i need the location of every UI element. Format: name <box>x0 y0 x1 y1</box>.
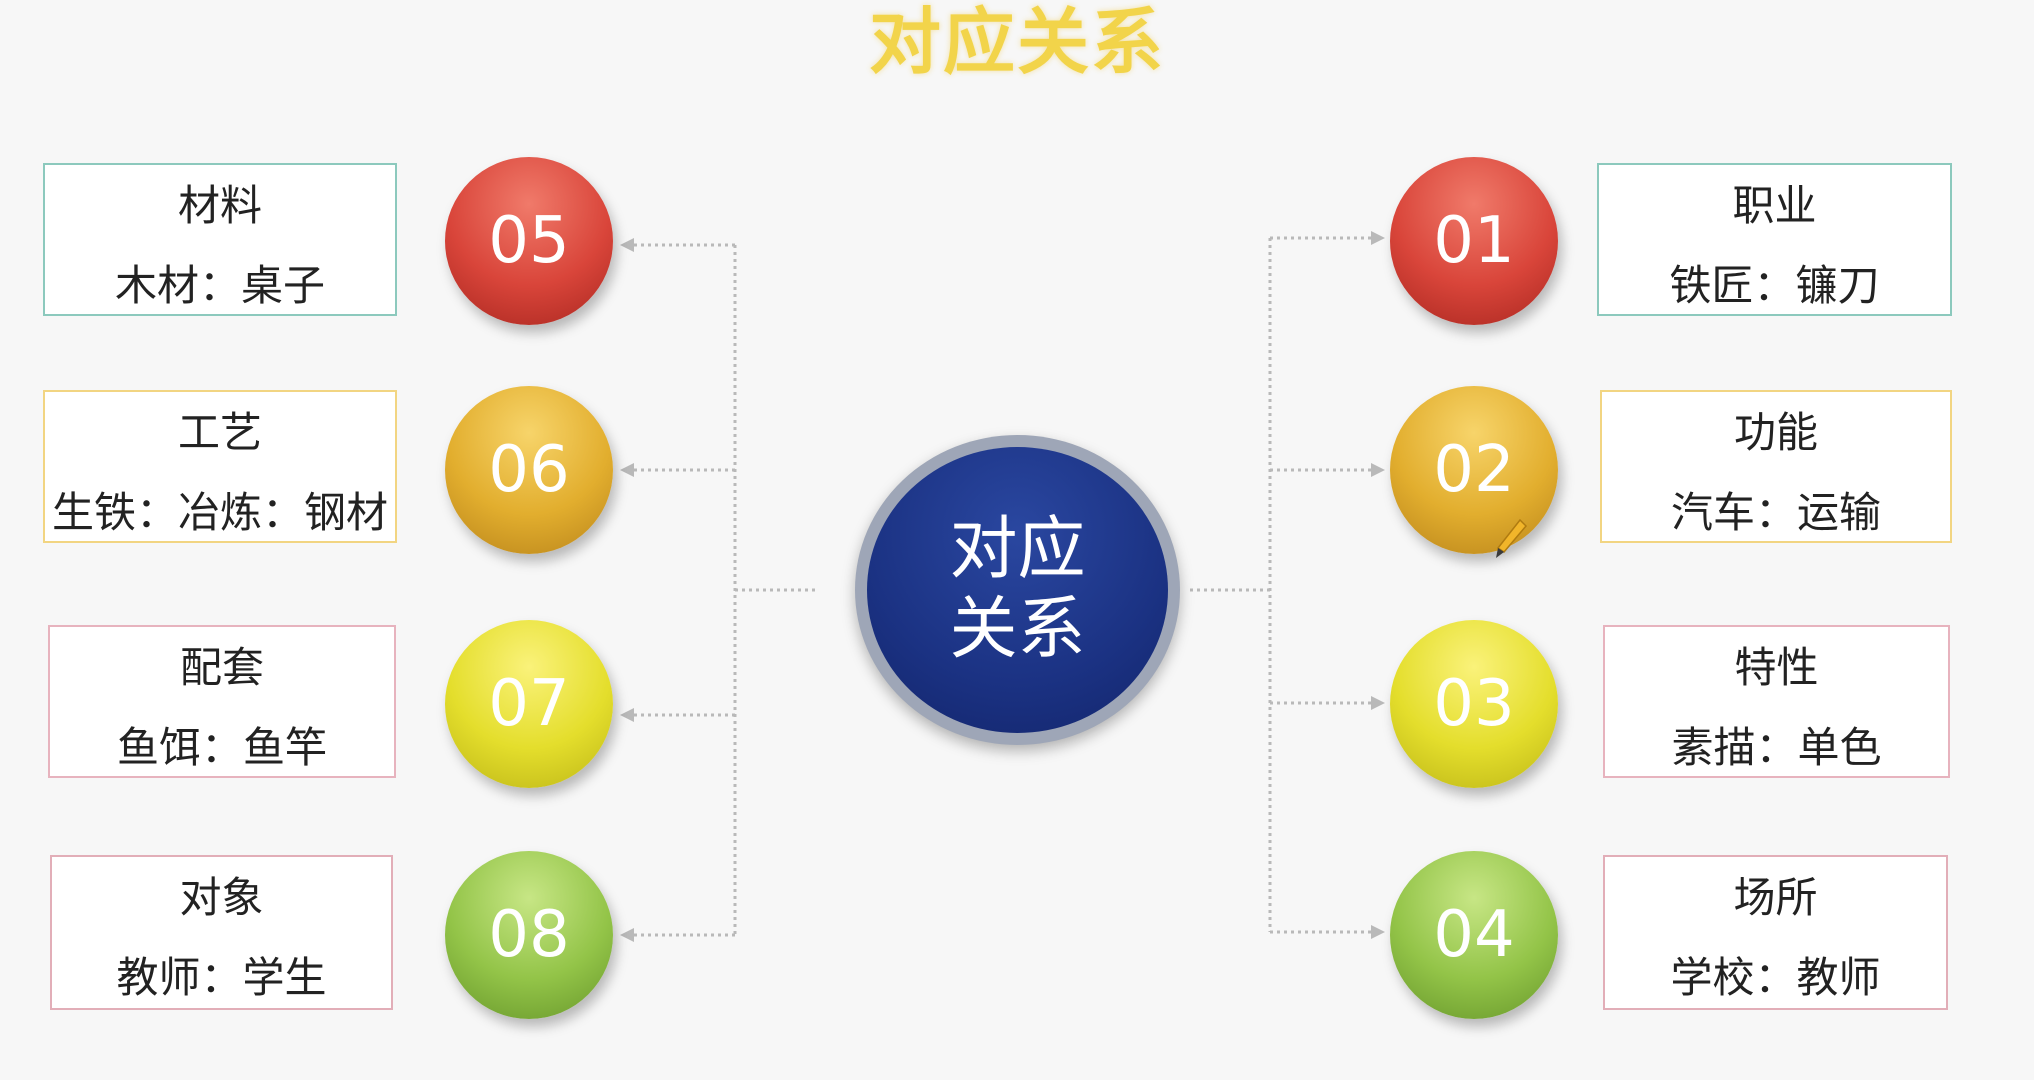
number-circle-07: 07 <box>445 620 613 788</box>
node-title: 对象 <box>179 873 264 922</box>
number-circle-02: 02 <box>1390 386 1558 554</box>
arrow-head-06 <box>620 463 634 477</box>
node-title: 特性 <box>1734 643 1819 692</box>
center-label: 对应关系 <box>949 510 1086 669</box>
node-example: 素描：单色 <box>1671 723 1882 772</box>
node-box-03: 特性 素描：单色 <box>1603 625 1950 778</box>
arrow-head-01 <box>1371 231 1385 245</box>
number-circle-08: 08 <box>445 851 613 1019</box>
arrow-head-02 <box>1371 463 1385 477</box>
node-title: 配套 <box>179 643 264 692</box>
node-example: 教师：学生 <box>116 953 327 1002</box>
node-title: 工艺 <box>177 408 262 457</box>
slide-title: 对应关系 <box>868 0 1165 84</box>
node-example: 木材：桌子 <box>114 261 325 310</box>
arrow-head-07 <box>620 708 634 722</box>
node-example: 生铁：冶炼：钢材 <box>51 488 388 537</box>
node-box-05: 材料 木材：桌子 <box>43 163 397 316</box>
number-circle-01: 01 <box>1390 157 1558 325</box>
center-hub-core: 对应关系 <box>867 447 1168 733</box>
node-box-08: 对象 教师：学生 <box>50 855 393 1010</box>
pencil-cursor-icon <box>1496 518 1528 558</box>
node-example: 学校：教师 <box>1670 953 1881 1002</box>
node-example: 鱼饵：鱼竿 <box>116 723 327 772</box>
arrow-head-05 <box>620 238 634 252</box>
number-circle-03: 03 <box>1390 620 1558 788</box>
center-hub: 对应关系 <box>855 435 1180 745</box>
arrow-head-08 <box>620 928 634 942</box>
node-example: 汽车：运输 <box>1670 488 1881 537</box>
node-box-07: 配套 鱼饵：鱼竿 <box>48 625 396 778</box>
arrow-head-03 <box>1371 696 1385 710</box>
node-title: 功能 <box>1733 408 1818 457</box>
node-title: 职业 <box>1732 181 1817 230</box>
node-box-01: 职业 铁匠：镰刀 <box>1597 163 1952 316</box>
node-box-06: 工艺 生铁：冶炼：钢材 <box>43 390 397 543</box>
node-title: 场所 <box>1733 873 1818 922</box>
arrow-head-04 <box>1371 925 1385 939</box>
number-circle-04: 04 <box>1390 851 1558 1019</box>
node-box-02: 功能 汽车：运输 <box>1600 390 1952 543</box>
node-example: 铁匠：镰刀 <box>1669 261 1880 310</box>
node-box-04: 场所 学校：教师 <box>1603 855 1948 1010</box>
number-circle-05: 05 <box>445 157 613 325</box>
number-circle-06: 06 <box>445 386 613 554</box>
node-title: 材料 <box>177 181 262 230</box>
